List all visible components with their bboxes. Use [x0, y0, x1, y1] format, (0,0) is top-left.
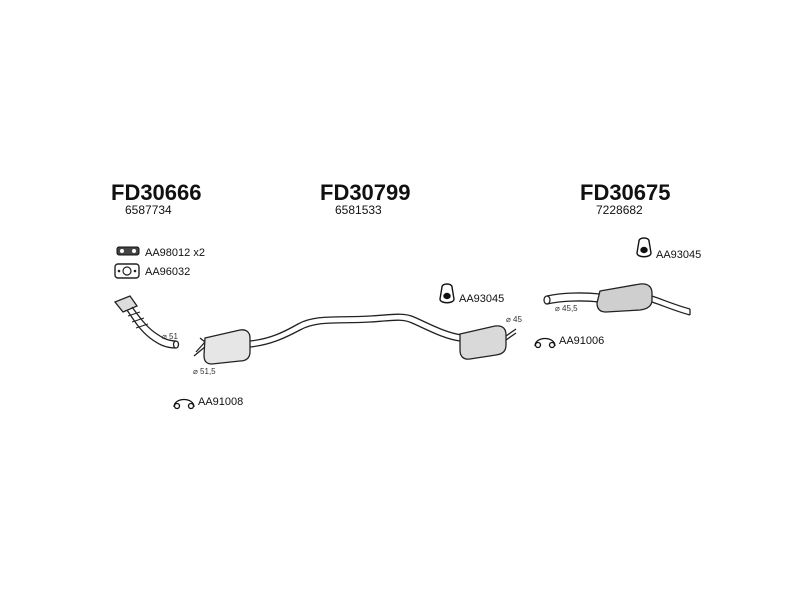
hanger-rear-label: AA93045	[656, 249, 702, 261]
section-oem-rear: 7228682	[596, 203, 643, 217]
rubber-hanger-rear-icon	[636, 237, 652, 258]
gasket-label: AA98012 x2	[145, 247, 205, 259]
clamp-rear-icon	[534, 337, 556, 349]
clamp-front-label: AA91008	[198, 396, 244, 408]
hanger-mid-label: AA93045	[459, 293, 505, 305]
centre-outlet-diameter: ⌀ 45	[506, 315, 522, 324]
section-code-rear: FD30675	[580, 180, 671, 205]
flange-ring-label: AA96032	[145, 266, 191, 278]
section-oem-centre: 6581533	[335, 203, 382, 217]
flange-ring-icon	[114, 263, 140, 279]
section-code-centre: FD30799	[320, 180, 411, 205]
centre-inlet-diameter: ⌀ 51,5	[193, 367, 216, 376]
clamp-front-icon	[173, 398, 195, 410]
rear-section-icon	[543, 283, 691, 316]
centre-section-icon	[193, 313, 517, 365]
section-code-front: FD30666	[111, 180, 202, 205]
front-pipe-diameter: ⌀ 51	[162, 332, 178, 341]
rear-inlet-diameter: ⌀ 45,5	[555, 304, 578, 313]
rubber-hanger-icon	[439, 283, 455, 304]
clamp-rear-label: AA91006	[559, 335, 605, 347]
section-oem-front: 6587734	[125, 203, 172, 217]
gasket-icon	[116, 246, 140, 256]
front-pipe-icon	[113, 295, 180, 349]
